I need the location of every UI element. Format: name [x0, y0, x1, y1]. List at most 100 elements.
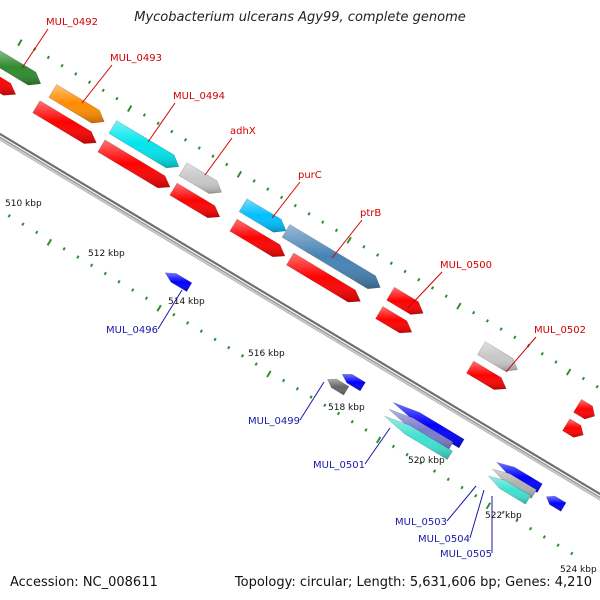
outer-tick — [266, 187, 270, 191]
inner-tick — [266, 370, 272, 378]
feature-reverse[interactable] — [392, 402, 465, 449]
backbone-line — [0, 136, 600, 499]
feature-reverse[interactable] — [164, 272, 193, 292]
feature-forward-inner[interactable] — [466, 360, 507, 390]
inner-tick — [474, 493, 478, 498]
gene-label-forward[interactable]: MUL_0494 — [173, 91, 225, 102]
inner-tick — [446, 477, 450, 482]
outer-tick — [236, 170, 243, 178]
feature-forward-inner[interactable] — [32, 100, 97, 144]
feature-forward-outer[interactable] — [281, 224, 381, 290]
feature-reverse[interactable] — [341, 373, 366, 392]
inner-tick — [364, 428, 368, 432]
inner-tick — [323, 403, 327, 408]
feature-forward-outer[interactable] — [0, 50, 42, 86]
inner-tick — [515, 518, 519, 523]
outer-tick — [293, 203, 297, 208]
feature-reverse[interactable] — [495, 461, 543, 493]
feature-reverse[interactable] — [491, 468, 537, 499]
inner-tick — [556, 543, 560, 547]
feature-forward-outer[interactable] — [48, 84, 105, 124]
outer-tick — [60, 63, 64, 68]
inner-tick — [131, 288, 135, 292]
inner-tick — [7, 214, 11, 218]
gene-leader-line — [407, 271, 443, 309]
feature-reverse[interactable] — [487, 475, 532, 505]
feature-forward-inner[interactable] — [97, 139, 171, 189]
gene-leader-line — [505, 336, 537, 373]
feature-reverse[interactable] — [545, 495, 567, 512]
inner-tick — [199, 329, 203, 333]
outer-tick — [252, 179, 256, 183]
gene-label-reverse[interactable]: MUL_0496 — [106, 325, 158, 336]
feature-forward-inner[interactable] — [375, 306, 413, 334]
kbp-tick-label: 522 kbp — [485, 511, 522, 521]
gene-label-forward[interactable]: purC — [298, 170, 322, 181]
inner-tick — [391, 444, 396, 449]
outer-tick — [156, 121, 160, 126]
map-title: Mycobacterium ulcerans Agy99, complete g… — [134, 10, 466, 25]
gene-label-forward[interactable]: MUL_0493 — [110, 53, 162, 64]
gene-label-reverse[interactable]: MUL_0504 — [418, 534, 470, 545]
gene-label-forward[interactable]: ptrB — [360, 208, 381, 219]
inner-tick — [254, 362, 258, 366]
feature-forward-inner[interactable] — [169, 182, 221, 219]
outer-tick — [279, 195, 284, 200]
gene-label-reverse[interactable]: MUL_0505 — [440, 549, 492, 560]
gene-leader-line — [271, 181, 301, 219]
feature-forward-outer[interactable] — [386, 286, 424, 315]
inner-tick — [156, 304, 162, 312]
outer-tick — [46, 55, 50, 60]
outer-tick — [126, 105, 133, 113]
outer-tick — [74, 72, 78, 76]
feature-forward-outer[interactable] — [108, 120, 180, 169]
kbp-tick-label: 524 kbp — [560, 565, 597, 575]
gene-leader-line — [331, 219, 363, 259]
backbone-line — [0, 132, 600, 496]
outer-tick — [456, 302, 462, 310]
gene-leader-line — [21, 28, 49, 69]
outer-tick — [417, 277, 421, 282]
outer-tick — [389, 261, 393, 266]
outer-tick — [307, 212, 311, 216]
outer-tick — [321, 220, 325, 224]
gene-label-reverse[interactable]: MUL_0501 — [313, 460, 365, 471]
inner-tick — [282, 378, 286, 383]
inner-tick — [227, 345, 231, 350]
gene-label-forward[interactable]: MUL_0502 — [534, 325, 586, 336]
inner-tick — [336, 411, 341, 416]
feature-forward-outer[interactable] — [178, 162, 223, 194]
inner-tick — [62, 247, 66, 251]
gene-leader-line — [299, 381, 325, 421]
outer-tick — [362, 244, 366, 249]
feature-reverse[interactable] — [327, 378, 350, 396]
outer-tick — [566, 368, 572, 376]
feature-forward-inner[interactable] — [286, 252, 361, 303]
gene-leader-line — [469, 489, 485, 539]
gene-label-reverse[interactable]: MUL_0499 — [248, 416, 300, 427]
outer-tick — [444, 294, 448, 298]
inner-tick — [375, 436, 382, 444]
feature-forward-inner[interactable] — [562, 418, 584, 438]
outer-tick — [115, 96, 119, 101]
gene-label-reverse[interactable]: MUL_0503 — [395, 517, 447, 528]
gene-label-forward[interactable]: MUL_0492 — [46, 17, 98, 28]
outer-tick — [346, 236, 352, 244]
feature-forward-outer[interactable] — [238, 198, 287, 233]
inner-tick — [501, 510, 505, 515]
outer-tick — [17, 39, 23, 47]
inner-tick — [185, 321, 190, 325]
tick-marks — [7, 39, 599, 556]
feature-forward-inner[interactable] — [229, 218, 286, 258]
feature-forward-outer[interactable] — [573, 398, 596, 420]
gene-label-forward[interactable]: MUL_0500 — [440, 260, 492, 271]
feature-forward-inner[interactable] — [0, 59, 17, 96]
feature-forward-outer[interactable] — [477, 341, 518, 372]
outer-tick — [87, 80, 92, 84]
inner-tick — [350, 419, 354, 424]
gene-label-forward[interactable]: adhX — [230, 126, 256, 137]
feature-reverse[interactable] — [384, 415, 453, 460]
gene-features — [0, 50, 596, 512]
